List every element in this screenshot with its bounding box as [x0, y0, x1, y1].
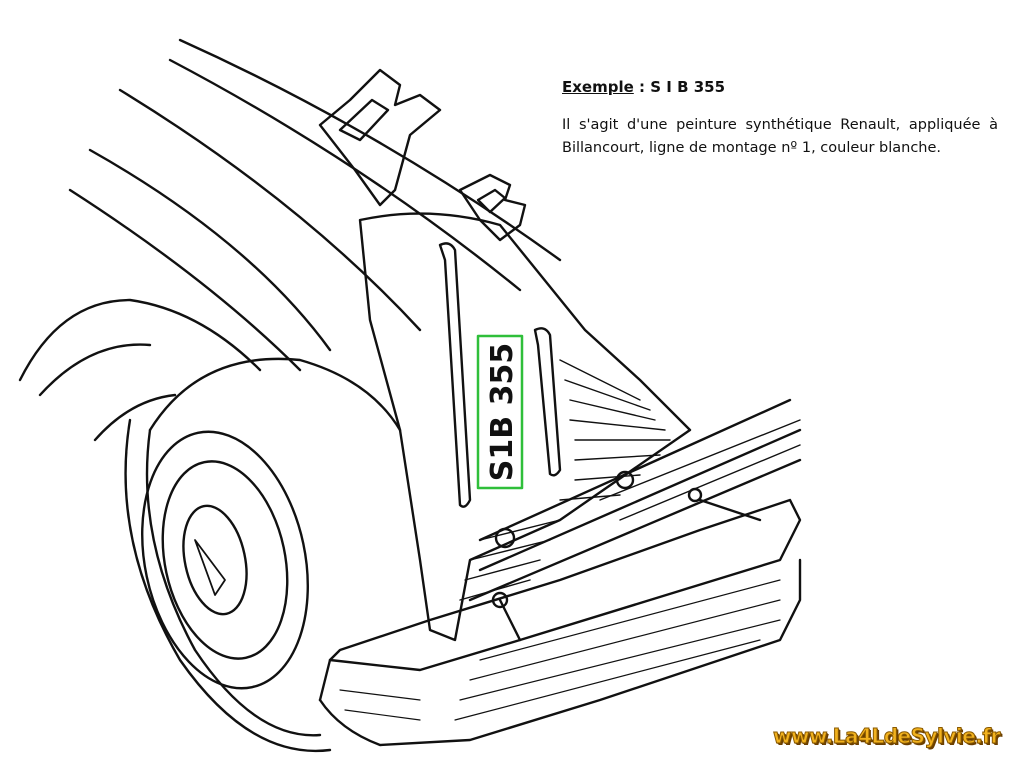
rear-wheel: [124, 357, 402, 753]
example-label: Exemple: [562, 78, 634, 96]
body-panel-lines: [18, 38, 562, 442]
fender-panel: [358, 212, 692, 642]
plate-highlight-box: [476, 334, 524, 490]
example-code: S I B 355: [650, 78, 726, 96]
example-separator: :: [639, 78, 646, 96]
caption-body: Il s'agit d'une peinture synthétique Ren…: [562, 117, 998, 156]
plate-marking: S1B 355: [476, 334, 524, 490]
bolts: [491, 470, 703, 609]
caption-block: Exemple : S I B 355 Il s'agit d'une pein…: [562, 78, 998, 160]
plate-code: S1B 355: [485, 343, 520, 481]
bumper: [318, 498, 802, 747]
site-watermark: www.La4LdeSylvie.fr: [773, 724, 1001, 749]
caption-heading: Exemple : S I B 355: [562, 78, 998, 96]
bumper-shading: [339, 579, 781, 721]
chassis-rail: [468, 398, 802, 602]
brackets: [318, 68, 527, 242]
